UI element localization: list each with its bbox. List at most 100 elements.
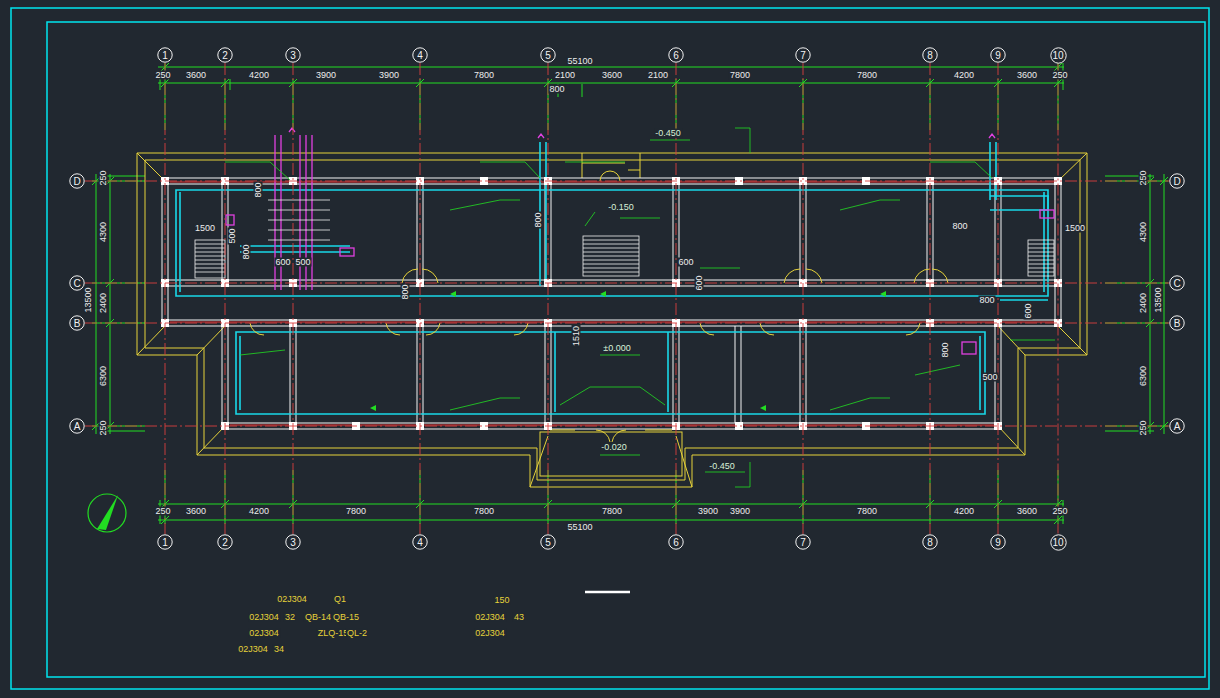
- axis-number: A: [69, 421, 85, 432]
- bubble-outline: [923, 48, 937, 62]
- plan-label: 800: [534, 211, 543, 228]
- axis-bubble: 7: [795, 534, 811, 550]
- plan-label: 250: [99, 169, 108, 186]
- axis-number: 5: [540, 537, 556, 548]
- axis-number: 7: [795, 537, 811, 548]
- axis-number: B: [1169, 318, 1185, 329]
- roof-eave-outline-part: [137, 153, 1087, 487]
- bubble-outline: [70, 276, 84, 290]
- axis-bubble: D: [69, 173, 85, 189]
- risers-part: [340, 248, 354, 256]
- north-arrow-part: [97, 495, 118, 530]
- plan-label: 7800: [729, 71, 751, 80]
- risers: [226, 128, 1054, 354]
- plan-label: 3600: [185, 507, 207, 516]
- axis-number: 1: [157, 537, 173, 548]
- plan-label: 3900: [378, 71, 400, 80]
- bubble-outline: [158, 48, 172, 62]
- axis-number: 6: [668, 537, 684, 548]
- leader-lines-part: [225, 162, 992, 180]
- plan-label: 6300: [1139, 365, 1148, 387]
- axis-bubble: 3: [285, 47, 301, 63]
- dimension-lines-part: [160, 63, 1063, 130]
- axis-line: [225, 63, 226, 534]
- plan-label: 7800: [856, 71, 878, 80]
- heating-pipes-part: [236, 332, 985, 414]
- plan-label: 3900: [729, 507, 751, 516]
- bubble-outline: [669, 535, 683, 549]
- leader-lines-part: [735, 128, 750, 487]
- dimension-lines-part: [160, 470, 1063, 524]
- axis-bubble: 5: [540, 47, 556, 63]
- axis-number: 2: [217, 50, 233, 61]
- axis-bubble: 3: [285, 534, 301, 550]
- leader-lines-part: [585, 212, 960, 375]
- risers-part: [289, 128, 995, 138]
- plan-label: 13500: [1154, 286, 1163, 313]
- plan-label: 34: [273, 645, 285, 654]
- plan-label: 150: [493, 596, 510, 605]
- bubble-outline: [541, 48, 555, 62]
- dimension-lines: [92, 63, 1168, 524]
- bubble-outline: [70, 174, 84, 188]
- roof-eave-outline-part: [137, 153, 1087, 487]
- bubble-outline: [286, 48, 300, 62]
- bubble-outline: [413, 48, 427, 62]
- axis-line: [998, 63, 999, 534]
- plan-label: 2100: [554, 71, 576, 80]
- stairs: [195, 200, 1054, 278]
- plan-label: 250: [1139, 169, 1148, 186]
- axis-bubble: 1: [157, 47, 173, 63]
- plan-label: 3600: [601, 71, 623, 80]
- axis-number: 1: [157, 50, 173, 61]
- axis-line: [165, 63, 166, 534]
- sheet-frame-part: [47, 22, 1205, 677]
- plan-label: 1510: [572, 325, 581, 347]
- plan-label: 7800: [473, 507, 495, 516]
- plan-label: 3600: [1016, 507, 1038, 516]
- plan-label: 250: [99, 419, 108, 436]
- plan-label: 3900: [315, 71, 337, 80]
- plan-label: 32: [284, 613, 296, 622]
- stairs-part: [195, 244, 225, 272]
- plan-label: 43: [513, 613, 525, 622]
- plan-label: -0.020: [600, 443, 628, 452]
- plan-label: 7800: [345, 507, 367, 516]
- plan-label: 2400: [99, 292, 108, 314]
- dimension-lines-part: [158, 520, 1064, 521]
- plan-label: 7800: [473, 71, 495, 80]
- plan-label: 1500: [194, 224, 216, 233]
- axis-number: 3: [285, 50, 301, 61]
- plan-label: QB-14: [304, 613, 332, 622]
- axis-bubble: 4: [412, 47, 428, 63]
- axis-bubble: 10: [1050, 534, 1067, 551]
- axis-bubble: 8: [922, 47, 938, 63]
- plan-label: 250: [1139, 419, 1148, 436]
- bubble-outline: [991, 48, 1005, 62]
- dimension-lines-part: [110, 174, 111, 434]
- plan-label: 600: [677, 258, 694, 267]
- axis-number: 9: [990, 537, 1006, 548]
- bubble-outline: [1050, 534, 1065, 549]
- bubble-outline: [796, 535, 810, 549]
- roof-eave-outline-part: [582, 153, 640, 178]
- axis-line: [85, 181, 1169, 182]
- bubble-outline: [1170, 276, 1184, 290]
- plan-label: 500: [981, 373, 998, 382]
- heating-pipes-part: [240, 246, 350, 252]
- axis-line: [930, 63, 931, 534]
- axis-bubble: D: [1169, 173, 1185, 189]
- plan-label: 800: [548, 85, 565, 94]
- direction-arrows-part: [370, 291, 886, 411]
- stairs-part: [1028, 240, 1054, 276]
- roof-eave-outline-part: [540, 432, 682, 476]
- axis-number: D: [69, 176, 85, 187]
- plan-label: 7800: [601, 507, 623, 516]
- axis-number: 8: [922, 537, 938, 548]
- doors-part: [250, 323, 920, 335]
- axis-number: 10: [1050, 537, 1067, 548]
- plan-label: 250: [154, 71, 171, 80]
- axis-number: C: [1169, 278, 1185, 289]
- plan-label: 02J304: [474, 613, 506, 622]
